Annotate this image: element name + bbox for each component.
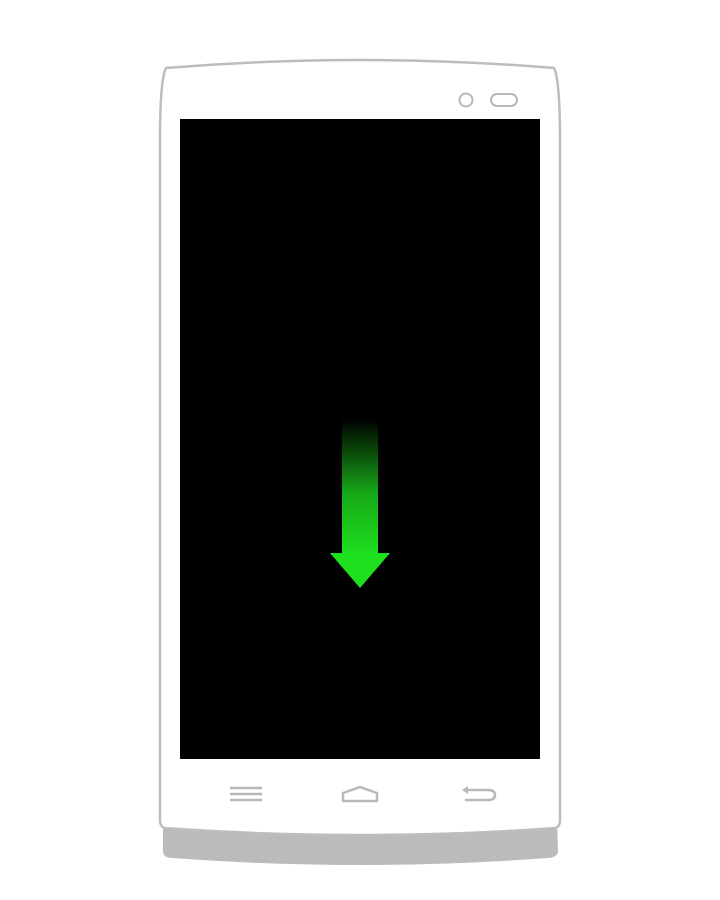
menu-icon (230, 786, 262, 802)
back-button[interactable] (458, 782, 500, 808)
phone-screen[interactable] (180, 119, 540, 759)
home-icon (341, 785, 379, 803)
earpiece-speaker-icon (490, 93, 518, 107)
home-button[interactable] (338, 782, 382, 808)
menu-button[interactable] (226, 782, 266, 808)
front-camera-icon (458, 92, 474, 108)
screen-canvas (180, 119, 540, 759)
back-icon (462, 786, 497, 802)
swipe-down-arrow-icon (330, 419, 390, 588)
